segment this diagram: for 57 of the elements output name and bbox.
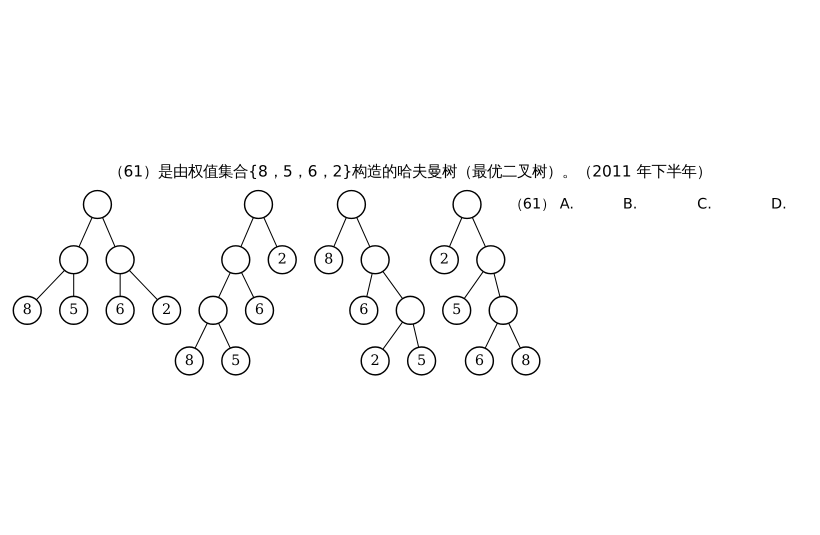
node-circle: 2: [360, 346, 390, 376]
node-circle: 8: [174, 346, 204, 376]
node-circle: 8: [511, 346, 541, 376]
node-circle: 5: [221, 346, 250, 376]
connector: [366, 273, 373, 297]
connector: [240, 217, 254, 247]
connector: [218, 272, 231, 298]
connector: [73, 274, 74, 296]
label: B.: [622, 196, 638, 212]
connector: [241, 272, 254, 298]
node-circle: 5: [406, 346, 436, 376]
node-circle: 2: [268, 245, 297, 274]
connector: [448, 217, 462, 247]
connector: [382, 271, 403, 299]
node-circle: [59, 245, 88, 274]
connector: [382, 322, 403, 350]
node-circle: 8: [12, 296, 42, 325]
node-circle: [198, 296, 228, 325]
connector: [464, 271, 484, 299]
node-circle: 6: [349, 296, 378, 325]
node-circle: 8: [314, 245, 344, 274]
connector: [412, 324, 420, 348]
node-circle: [452, 190, 482, 220]
label: C.: [697, 196, 712, 212]
connector: [120, 274, 121, 296]
node-circle: [476, 245, 506, 274]
connector: [78, 217, 93, 247]
node-circle: 5: [442, 296, 472, 325]
connector: [508, 323, 521, 348]
connector: [218, 323, 231, 348]
connector: [36, 270, 65, 300]
connector: [494, 273, 500, 297]
connector: [129, 270, 158, 300]
connector: [263, 217, 278, 247]
node-circle: [396, 296, 425, 325]
node-circle: 2: [152, 296, 182, 325]
node-circle: [360, 245, 390, 274]
node-circle: 2: [430, 245, 459, 274]
connector: [194, 322, 208, 348]
node-circle: 6: [464, 346, 494, 376]
connector: [484, 322, 498, 348]
connector: [102, 217, 116, 247]
node-circle: 6: [106, 296, 135, 325]
connector: [356, 217, 370, 247]
node-circle: [221, 245, 250, 274]
node-circle: 6: [244, 296, 274, 325]
node-circle: 5: [59, 296, 88, 325]
label: D.: [770, 196, 787, 212]
node-circle: [82, 190, 112, 220]
connector: [333, 217, 347, 247]
node-circle: [244, 190, 274, 220]
diagram-title: （61）是由权值集合{8，5，6，2}构造的哈夫曼树（最优二叉树）。（2011 年下半年）: [108, 162, 712, 181]
node-circle: [336, 190, 366, 220]
label: （61） A.: [508, 196, 574, 212]
node-circle: [106, 245, 135, 274]
connector: [472, 217, 486, 247]
node-circle: [488, 296, 518, 325]
